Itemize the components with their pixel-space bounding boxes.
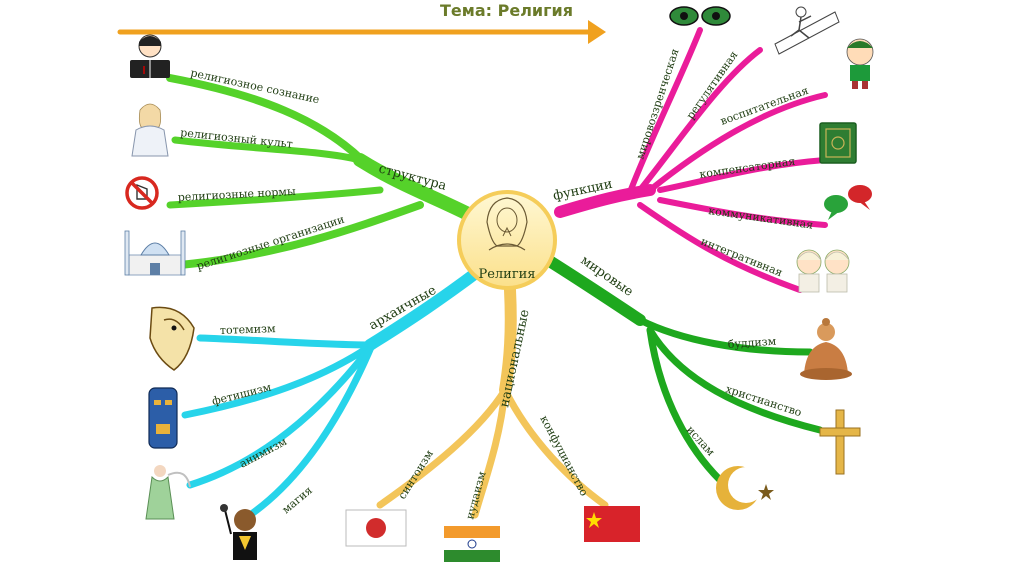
topic-arrow — [117, 20, 606, 44]
cross-icon — [819, 409, 861, 475]
center-node: Религия — [457, 190, 557, 290]
mosque-icon — [124, 230, 186, 276]
eagle-totem-icon — [149, 306, 195, 371]
center-label: Религия — [478, 267, 535, 282]
quran-book-icon — [819, 122, 857, 164]
shaman-icon — [220, 504, 257, 560]
reading-child-icon — [130, 34, 170, 78]
speech-bubbles-icon — [824, 185, 872, 220]
children-pair-icon — [796, 249, 850, 293]
page-title: Тема: Религия — [440, 1, 573, 20]
function-item-integrative: интегративная — [699, 235, 785, 280]
structure-item-organizations: религиозные организации — [195, 213, 346, 273]
crescent-star-icon — [716, 466, 774, 510]
china-flag-icon — [584, 506, 640, 542]
climbing-figure-icon — [774, 6, 840, 55]
national-item-confucianism: конфуцианство — [537, 413, 591, 498]
structure-item-norms: религиозные нормы — [177, 185, 296, 204]
branch-world — [534, 249, 824, 484]
world-item-buddhism: буддизм — [727, 335, 777, 351]
praying-girl-icon — [131, 103, 169, 157]
praying-woman-icon — [486, 197, 528, 251]
india-flag-icon — [444, 526, 500, 562]
function-item-communicative: коммуникативная — [708, 204, 814, 232]
spirit-icon — [145, 465, 191, 520]
archaic-item-totemism: тотемизм — [220, 322, 277, 337]
branch-label-national: национальные — [497, 308, 532, 409]
eyes-icon — [669, 6, 731, 26]
prohibition-sign-icon — [125, 176, 159, 210]
archaic-item-animism: анимизм — [237, 435, 289, 471]
national-item-judaism: иудаизм — [463, 470, 488, 521]
boy-icon — [846, 38, 874, 89]
function-item-compensatory: компенсаторная — [699, 155, 796, 181]
national-item-shinto: синтоизм — [396, 447, 437, 501]
buddha-icon — [800, 318, 852, 380]
japan-flag-icon — [345, 509, 407, 547]
branch-national — [376, 284, 609, 519]
branch-functions — [554, 27, 828, 293]
mask-fetish-icon — [148, 387, 178, 449]
branch-structure — [166, 74, 477, 269]
branch-archaic — [181, 264, 486, 519]
